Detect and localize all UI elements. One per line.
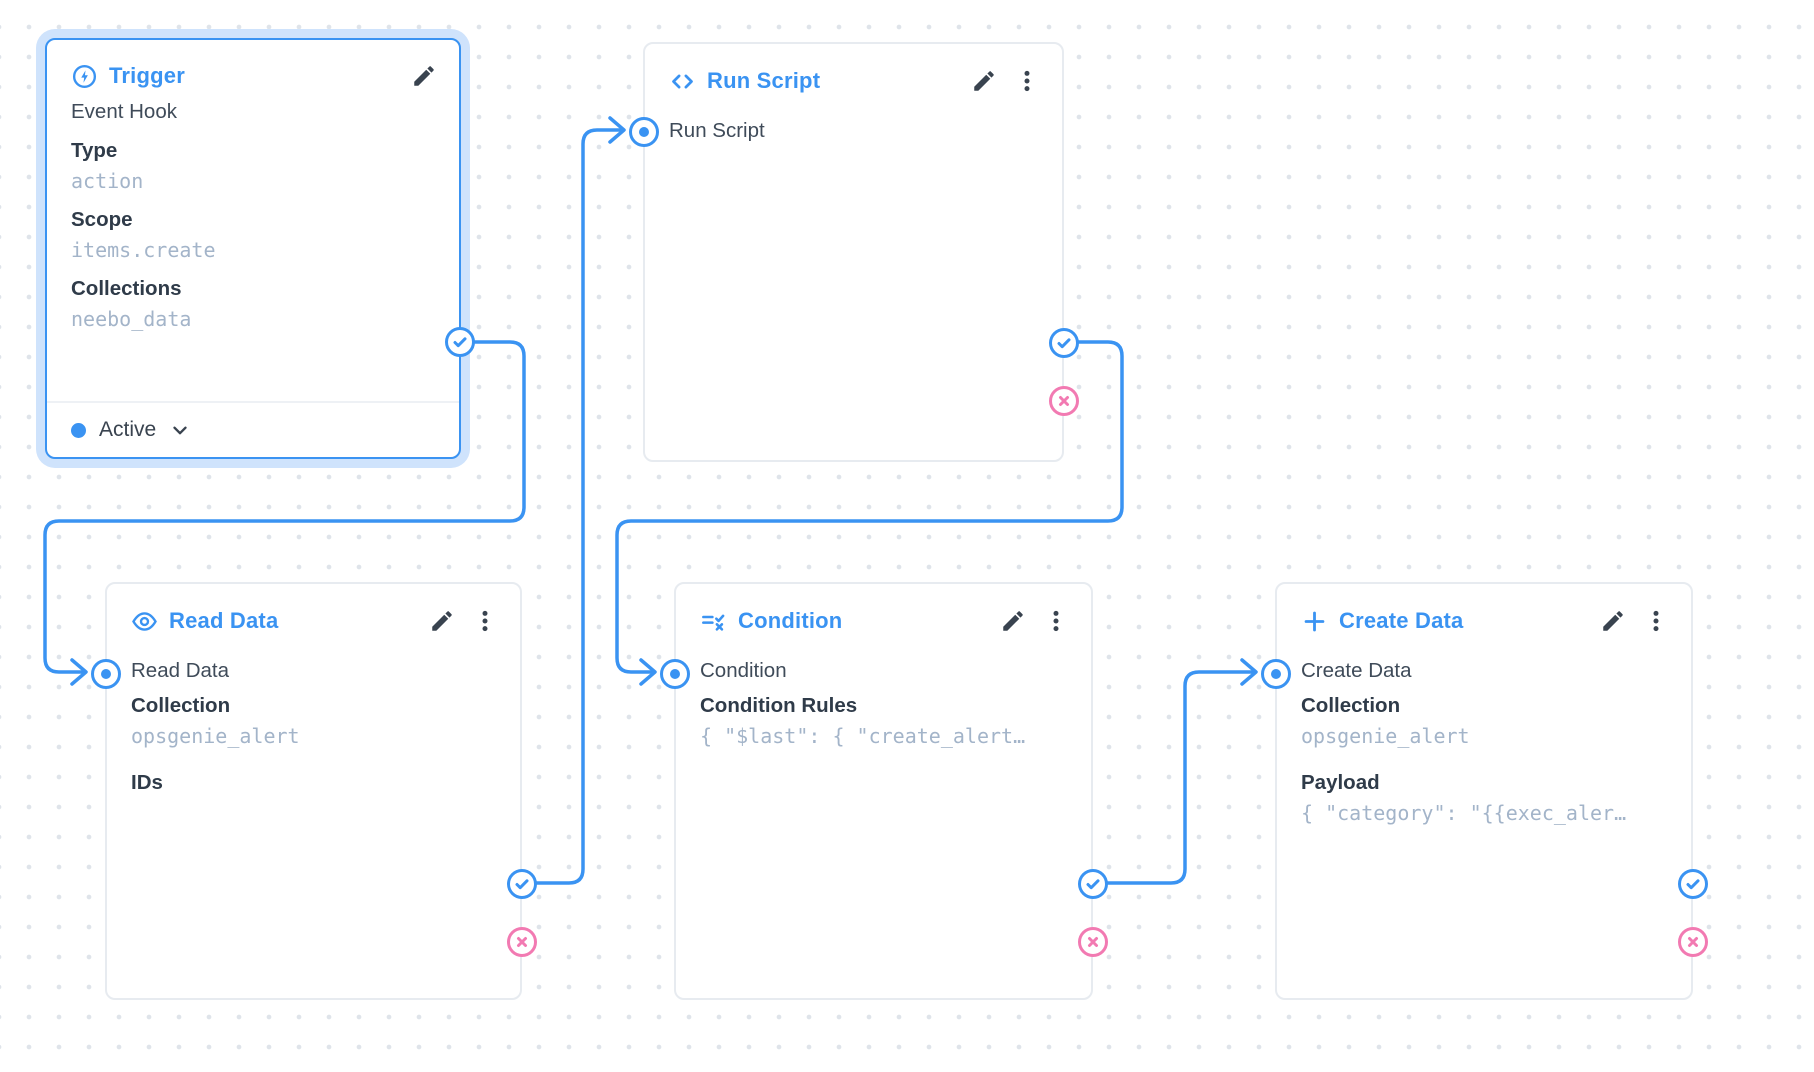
kebab-menu-icon[interactable] [472, 608, 498, 634]
status-dot [71, 422, 86, 438]
field-label: Collection [1301, 694, 1401, 717]
port-resolve[interactable] [1049, 327, 1079, 358]
status-dropdown[interactable]: Active [47, 401, 459, 457]
field-value: items.create [71, 238, 216, 262]
bolt-circle-icon [71, 63, 98, 90]
field-label: Collections [71, 277, 182, 300]
node-read-data-header: Read Data [107, 584, 520, 642]
port-resolve[interactable] [1078, 868, 1108, 899]
node-trigger[interactable]: Trigger Event Hook Type action Scope ite… [45, 38, 475, 459]
input-port-label: Condition [700, 659, 787, 682]
field-label: Type [71, 139, 118, 162]
code-icon [669, 68, 696, 95]
input-port-label: Read Data [131, 659, 230, 682]
edit-button[interactable] [1600, 608, 1626, 634]
node-title: Trigger [109, 63, 185, 88]
node-trigger-header: Trigger [47, 40, 459, 96]
node-title: Condition [738, 608, 843, 633]
port-reject[interactable] [1078, 926, 1108, 957]
edit-button[interactable] [971, 68, 997, 94]
plus-icon [1301, 608, 1328, 635]
node-title: Read Data [169, 608, 279, 633]
trigger-type-label: Event Hook [71, 100, 177, 123]
port-input[interactable] [1261, 659, 1291, 689]
node-condition-header: Condition [676, 584, 1091, 642]
port-input[interactable] [660, 659, 690, 689]
port-dot [670, 669, 680, 679]
port-resolve[interactable] [507, 868, 537, 899]
field-label: Payload [1301, 771, 1380, 794]
port-dot [639, 127, 649, 137]
field-value: { "$last": { "create_alert… [700, 724, 1026, 748]
port-resolve[interactable] [445, 326, 475, 357]
input-port-label: Run Script [669, 119, 765, 142]
port-reject[interactable] [1049, 385, 1079, 416]
edge-read-data-to-run-script [522, 116, 626, 885]
port-input[interactable] [629, 117, 659, 147]
node-run-script-header: Run Script [645, 44, 1062, 102]
port-reject[interactable] [1678, 926, 1708, 957]
kebab-menu-icon[interactable] [1043, 608, 1069, 634]
field-label: Collection [131, 694, 231, 717]
port-reject[interactable] [507, 926, 537, 957]
kebab-menu-icon[interactable] [1643, 608, 1669, 634]
edit-button[interactable] [429, 608, 455, 634]
port-input[interactable] [91, 659, 121, 689]
field-value: action [71, 169, 144, 193]
input-port-label: Create Data [1301, 659, 1412, 682]
field-label: IDs [131, 771, 163, 794]
node-create-data-header: Create Data [1277, 584, 1691, 642]
field-label: Scope [71, 208, 133, 231]
field-value: neebo_data [71, 307, 192, 331]
chevron-down-icon [169, 419, 191, 441]
field-label: Condition Rules [700, 694, 858, 717]
node-title: Run Script [707, 68, 821, 93]
node-title: Create Data [1339, 608, 1464, 633]
node-condition[interactable]: Condition Condition Condition Rules { "$… [660, 582, 1108, 1000]
edit-button[interactable] [1000, 608, 1026, 634]
port-resolve[interactable] [1678, 868, 1708, 899]
rule-icon [700, 608, 727, 635]
eye-icon [131, 608, 158, 635]
node-read-data[interactable]: Read Data Read Data Collection opsgenie_… [91, 582, 537, 1000]
edit-button[interactable] [411, 63, 437, 89]
port-dot [101, 669, 111, 679]
port-dot [1271, 669, 1281, 679]
edge-condition-to-create-data [1093, 658, 1258, 885]
kebab-menu-icon[interactable] [1014, 68, 1040, 94]
field-value: opsgenie_alert [131, 724, 300, 748]
field-value: opsgenie_alert [1301, 724, 1470, 748]
node-create-data[interactable]: Create Data Create Data Collection opsge… [1261, 582, 1708, 1000]
field-value: { "category": "{{exec_aler… [1301, 801, 1627, 825]
node-run-script[interactable]: Run Script Run Script [629, 42, 1079, 462]
status-label: Active [99, 418, 157, 441]
